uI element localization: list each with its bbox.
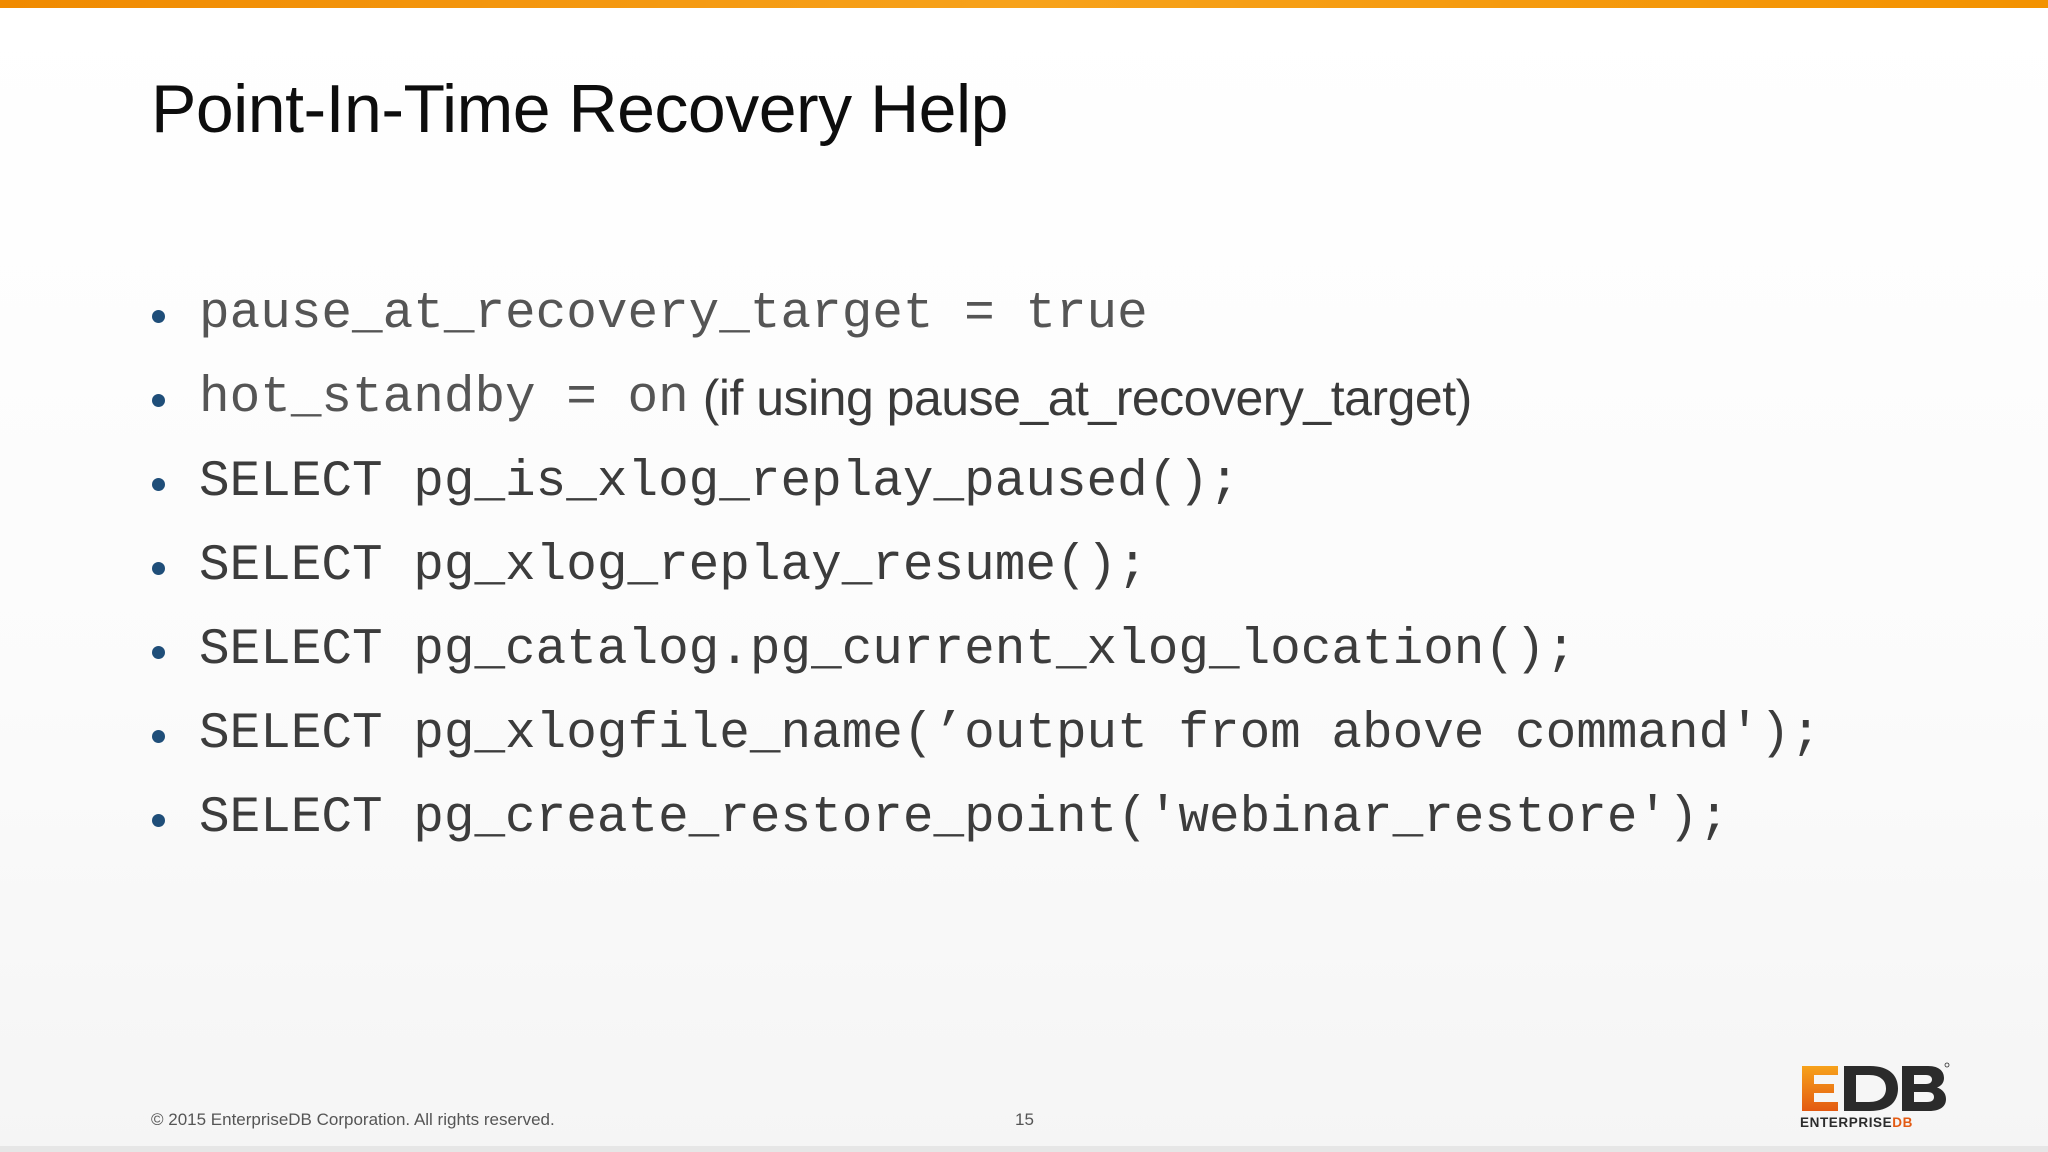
bullet-code: pause_at_recovery_target = true	[199, 285, 1148, 343]
bullet-code: hot_standby = on	[199, 369, 689, 427]
bullet-dot-icon	[152, 394, 165, 407]
page-number: 15	[1015, 1110, 1034, 1129]
top-accent-bar	[0, 0, 2048, 8]
bullet-list: pause_at_recovery_target = true hot_stan…	[148, 272, 1821, 860]
bullet-dot-icon	[152, 646, 165, 659]
bullet-item: SELECT pg_is_xlog_replay_paused();	[148, 440, 1821, 524]
bullet-note: (if using pause_at_recovery_target)	[702, 370, 1473, 426]
bullet-item: SELECT pg_catalog.pg_current_xlog_locati…	[148, 608, 1821, 692]
bullet-code: SELECT pg_catalog.pg_current_xlog_locati…	[199, 621, 1577, 679]
bullet-item: SELECT pg_xlogfile_name(’output from abo…	[148, 692, 1821, 776]
bullet-item: SELECT pg_xlog_replay_resume();	[148, 524, 1821, 608]
bullet-dot-icon	[152, 478, 165, 491]
footer-copyright: © 2015 EnterpriseDB Corporation. All rig…	[151, 1110, 555, 1129]
bullet-code: SELECT pg_is_xlog_replay_paused();	[199, 453, 1240, 511]
bullet-code: SELECT pg_create_restore_point('webinar_…	[199, 789, 1730, 847]
bottom-strip	[0, 1146, 2048, 1152]
svg-text:ENTERPRISEDB: ENTERPRISEDB	[1800, 1115, 1913, 1130]
bullet-dot-icon	[152, 730, 165, 743]
bullet-code: SELECT pg_xlogfile_name(’output from abo…	[199, 705, 1822, 763]
bullet-dot-icon	[152, 562, 165, 575]
slide-title: Point-In-Time Recovery Help	[151, 71, 1008, 147]
edb-logo: ENTERPRISEDB	[1800, 1062, 1950, 1130]
bullet-item: hot_standby = on (if using pause_at_reco…	[148, 356, 1821, 440]
bullet-dot-icon	[152, 814, 165, 827]
bullet-code: SELECT pg_xlog_replay_resume();	[199, 537, 1148, 595]
slide-background	[0, 8, 2048, 1152]
bullet-dot-icon	[152, 310, 165, 323]
bullet-item: pause_at_recovery_target = true	[148, 272, 1821, 356]
bullet-item: SELECT pg_create_restore_point('webinar_…	[148, 776, 1821, 860]
